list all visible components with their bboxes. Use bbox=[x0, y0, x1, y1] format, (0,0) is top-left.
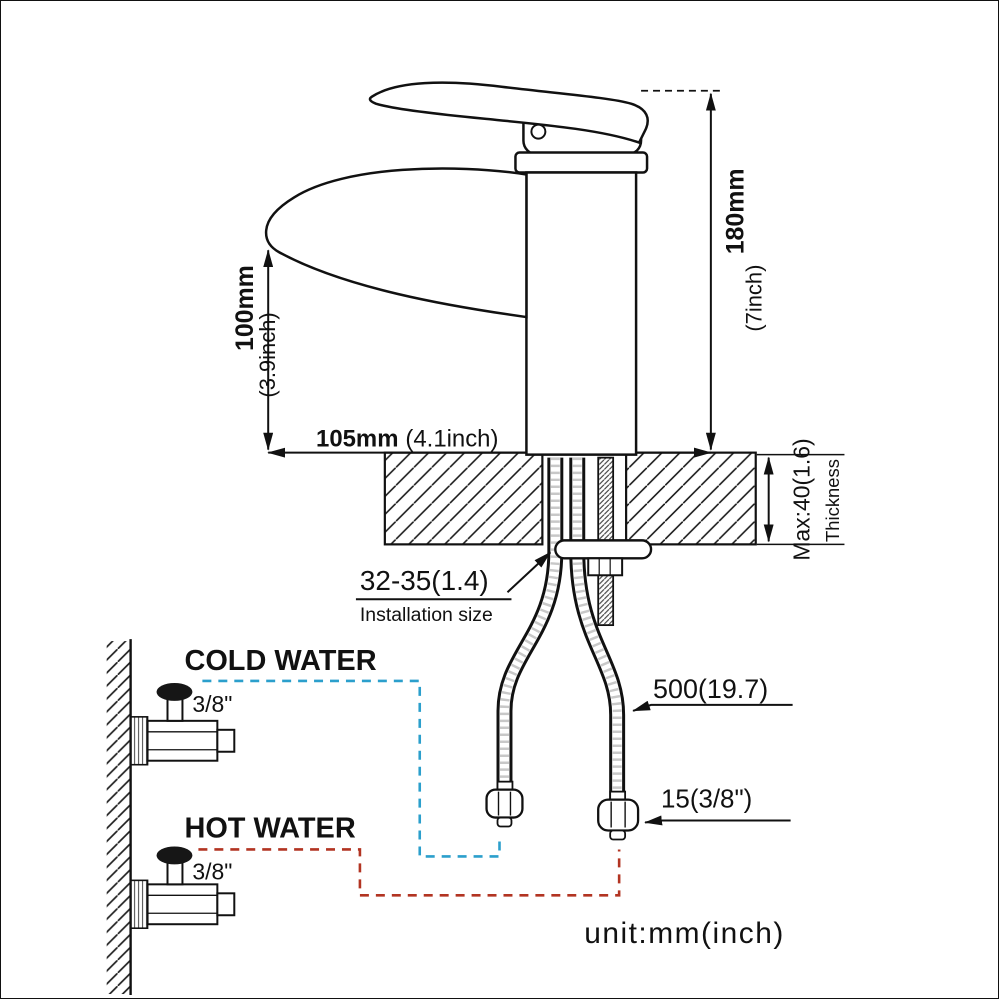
cold-hose-connector bbox=[485, 780, 524, 828]
faucet-spout bbox=[264, 167, 528, 319]
hot-connector-nut bbox=[597, 798, 640, 832]
cold-valve-wall-flange bbox=[129, 716, 149, 766]
reach-label: 105mm (4.1inch) bbox=[316, 426, 498, 453]
supply-hoses bbox=[496, 457, 626, 799]
hot-hose-connector bbox=[597, 790, 640, 841]
countertop-left-slab bbox=[383, 451, 544, 546]
installation-leader-arrow bbox=[506, 551, 552, 593]
cold-water-label: COLD WATER bbox=[184, 645, 376, 677]
hot-connector-collar bbox=[609, 790, 627, 801]
cold-connector-collar bbox=[496, 780, 514, 791]
hot-hose-braid bbox=[572, 457, 622, 799]
mounting-nut bbox=[587, 557, 624, 577]
hot-valve-wall-flange bbox=[129, 879, 149, 930]
connector-leader-arrow bbox=[644, 815, 791, 826]
hot-water-valve bbox=[129, 846, 236, 930]
hot-valve-stem bbox=[166, 861, 184, 886]
cold-hose-braid bbox=[499, 457, 560, 789]
reach-value: 105mm bbox=[316, 426, 398, 453]
hot-valve-knob bbox=[156, 846, 193, 865]
installation-label: Installation size bbox=[360, 604, 493, 626]
installation-value: 32-35(1.4) bbox=[360, 565, 489, 596]
handle-screw bbox=[530, 123, 547, 140]
faucet-body bbox=[525, 171, 638, 456]
cold-valve-body bbox=[146, 719, 219, 762]
hot-valve-outlet bbox=[216, 892, 236, 917]
thickness-label: Thickness bbox=[822, 459, 843, 542]
thickness-value: Max:40(1.6) bbox=[789, 438, 815, 560]
spout-height-value: 100mm bbox=[231, 265, 259, 351]
mounting-hardware bbox=[554, 456, 653, 627]
wall bbox=[106, 639, 132, 996]
hot-water-label: HOT WATER bbox=[184, 812, 355, 844]
reach-inch: (4.1inch) bbox=[405, 426, 498, 453]
cold-valve-stem bbox=[166, 697, 184, 722]
faucet bbox=[264, 81, 649, 456]
cold-water-valve bbox=[129, 682, 236, 766]
unit-note: unit:mm(inch) bbox=[584, 917, 785, 950]
hose-length-leader-arrow bbox=[632, 700, 793, 712]
faucet-base-plate bbox=[514, 151, 649, 174]
hose-length-value: 500(19.7) bbox=[653, 674, 768, 704]
wall-hatching bbox=[106, 641, 131, 995]
mounting-flange bbox=[554, 539, 653, 560]
faucet-handle bbox=[368, 81, 649, 145]
cold-size-label: 3/8" bbox=[192, 691, 232, 717]
cold-valve-outlet bbox=[216, 728, 236, 753]
countertop bbox=[383, 451, 757, 546]
hot-connector-tip bbox=[609, 829, 627, 841]
dimension-lines bbox=[263, 89, 845, 826]
labels: 105mm (4.1inch) 100mm (3.9inch) 180mm (7i… bbox=[184, 168, 843, 950]
countertop-right-slab bbox=[625, 451, 757, 546]
height-value: 180mm bbox=[722, 168, 750, 254]
cold-connector-tip bbox=[496, 816, 513, 828]
cold-water-route bbox=[202, 679, 501, 858]
cold-connector-nut bbox=[485, 788, 524, 819]
connector-value: 15(3/8") bbox=[661, 786, 752, 814]
height-inch: (7inch) bbox=[741, 265, 766, 332]
hot-size-label: 3/8" bbox=[192, 858, 232, 884]
spout-height-inch: (3.9inch) bbox=[255, 312, 280, 397]
hot-valve-body bbox=[146, 883, 219, 926]
cold-valve-knob bbox=[156, 682, 193, 701]
hot-water-route bbox=[198, 848, 621, 897]
